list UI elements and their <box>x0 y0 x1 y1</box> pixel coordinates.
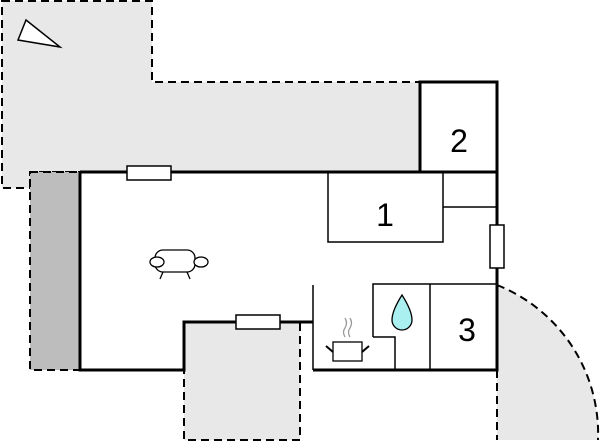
sofa-icon <box>149 249 209 280</box>
compass-icon <box>16 18 63 49</box>
door-swing-arc <box>496 284 600 441</box>
room-label-1: 1 <box>376 197 394 233</box>
window-right <box>489 224 505 269</box>
room-label-2: 2 <box>450 123 468 159</box>
terrace-top <box>1 0 421 189</box>
room-label-3: 3 <box>458 312 476 348</box>
window-bottom <box>235 314 281 330</box>
interior <box>80 82 497 370</box>
interior-walls <box>312 171 497 370</box>
terrace-bottom <box>183 321 301 441</box>
window-top <box>126 165 172 181</box>
door-swing-area <box>497 285 599 440</box>
cooking-pot-icon <box>325 317 370 362</box>
covered-area-left <box>29 171 81 371</box>
water-drop-icon <box>391 293 413 331</box>
